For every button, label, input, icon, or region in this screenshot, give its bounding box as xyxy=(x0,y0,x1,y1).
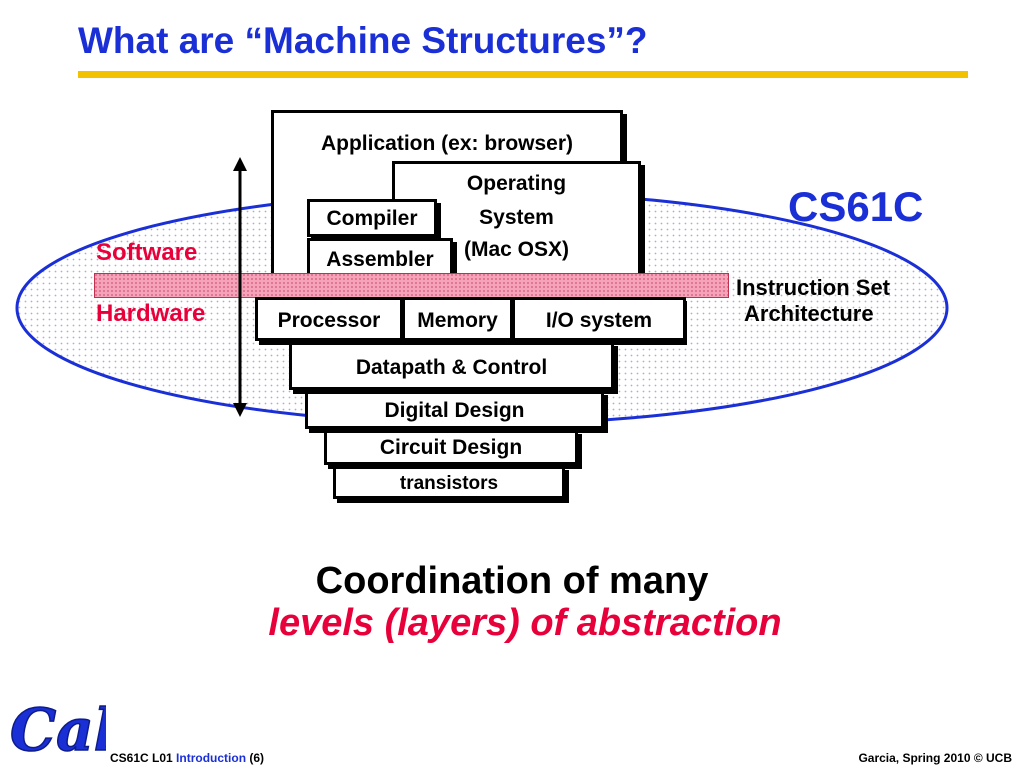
hardware-components-layer: Processor Memory I/O system xyxy=(255,297,686,341)
io-system-box: I/O system xyxy=(512,297,686,341)
isa-label-line1: Instruction Set xyxy=(736,275,891,300)
compiler-layer: Compiler xyxy=(307,199,437,237)
datapath-control-label: Datapath & Control xyxy=(355,356,548,379)
footer-course: CS61C L01 Introduction (6) xyxy=(110,751,264,765)
os-label-line2: System xyxy=(479,206,554,229)
os-label-line1: Operating xyxy=(466,172,567,195)
processor-box: Processor xyxy=(255,297,403,341)
footer-credit: Garcia, Spring 2010 © UCB xyxy=(858,751,1012,765)
digital-design-layer: Digital Design xyxy=(305,391,604,429)
os-label-line3: (Mac OSX) xyxy=(463,238,570,261)
transistors-layer: transistors xyxy=(333,466,565,499)
compiler-label: Compiler xyxy=(326,207,418,230)
memory-label: Memory xyxy=(417,309,498,332)
cal-logo: Cal xyxy=(9,695,106,765)
title-underline xyxy=(78,71,968,78)
coordination-line2: levels (layers) of abstraction xyxy=(268,602,782,644)
isa-label-line2: Architecture xyxy=(744,301,874,326)
circuit-design-layer: Circuit Design xyxy=(324,430,578,465)
assembler-label: Assembler xyxy=(326,248,434,271)
assembler-layer: Assembler xyxy=(307,238,453,276)
datapath-control-layer: Datapath & Control xyxy=(289,342,614,390)
slide-title: What are “Machine Structures”? xyxy=(78,20,648,61)
footer-slide-number: (6) xyxy=(249,751,265,765)
memory-box: Memory xyxy=(402,297,513,341)
svg-text:Cal: Cal xyxy=(10,696,106,764)
coordination-line1: Coordination of many xyxy=(315,560,709,602)
application-label: Application (ex: browser) xyxy=(320,132,574,155)
footer-course-code: CS61C L01 xyxy=(110,751,173,765)
hardware-label: Hardware xyxy=(96,300,206,327)
transistors-label: transistors xyxy=(399,473,499,494)
footer-topic: Introduction xyxy=(176,751,247,765)
double-arrow-icon xyxy=(233,157,247,417)
isa-band xyxy=(94,273,729,298)
digital-design-label: Digital Design xyxy=(384,399,525,422)
circuit-design-label: Circuit Design xyxy=(379,436,523,459)
io-system-label: I/O system xyxy=(545,309,653,332)
software-label: Software xyxy=(96,239,198,266)
cs61c-label: CS61C xyxy=(788,183,924,230)
processor-label: Processor xyxy=(277,309,381,332)
